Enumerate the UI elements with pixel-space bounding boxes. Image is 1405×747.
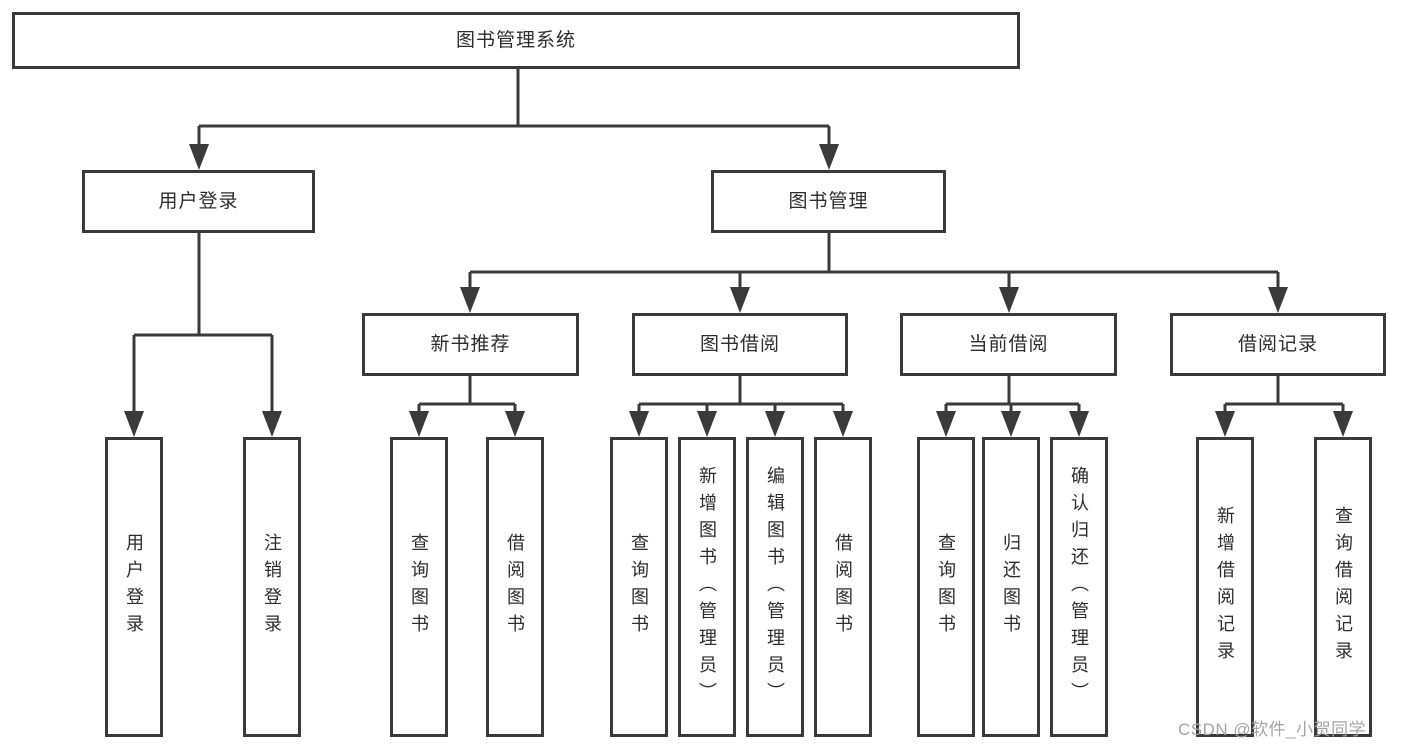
leaf-logout: 注销登录 — [243, 437, 301, 737]
edge-root-to-level2 — [189, 69, 839, 170]
edge-bookmgmt-to-level3 — [460, 233, 1288, 313]
leaf-return-books: 归还图书 — [982, 437, 1040, 737]
edge-borrowrec-to-leaves — [1215, 376, 1353, 437]
node-book-management: 图书管理 — [711, 170, 946, 233]
leaf-add-books-admin: 新增图书（管理员） — [678, 437, 736, 737]
leaf-borrow-books: 借阅图书 — [814, 437, 872, 737]
node-new-book-recommend: 新书推荐 — [362, 313, 579, 376]
leaf-user-login: 用户登录 — [105, 437, 163, 737]
leaf-borrow-books-recommend: 借阅图书 — [486, 437, 544, 737]
node-library-system: 图书管理系统 — [12, 12, 1020, 69]
node-user-login: 用户登录 — [82, 170, 315, 233]
leaf-query-borrow-record: 查询借阅记录 — [1314, 437, 1372, 737]
leaf-query-books-borrow: 查询图书 — [610, 437, 668, 737]
leaf-confirm-return-admin: 确认归还（管理员） — [1050, 437, 1108, 737]
node-borrow-records: 借阅记录 — [1170, 313, 1386, 376]
leaf-query-books-recommend: 查询图书 — [390, 437, 448, 737]
node-current-borrow: 当前借阅 — [900, 313, 1117, 376]
edge-userlogin-to-leaves — [124, 233, 282, 437]
leaf-add-borrow-record: 新增借阅记录 — [1196, 437, 1254, 737]
edge-curborrow-to-leaves — [936, 376, 1089, 437]
leaf-edit-books-admin: 编辑图书（管理员） — [746, 437, 804, 737]
node-book-borrow: 图书借阅 — [632, 313, 848, 376]
edge-newbook-to-leaves — [409, 376, 525, 437]
csdn-watermark: CSDN @软件_小贺同学 — [1178, 720, 1367, 739]
edge-bookborrow-to-leaves — [629, 376, 853, 437]
leaf-query-books-current: 查询图书 — [917, 437, 975, 737]
